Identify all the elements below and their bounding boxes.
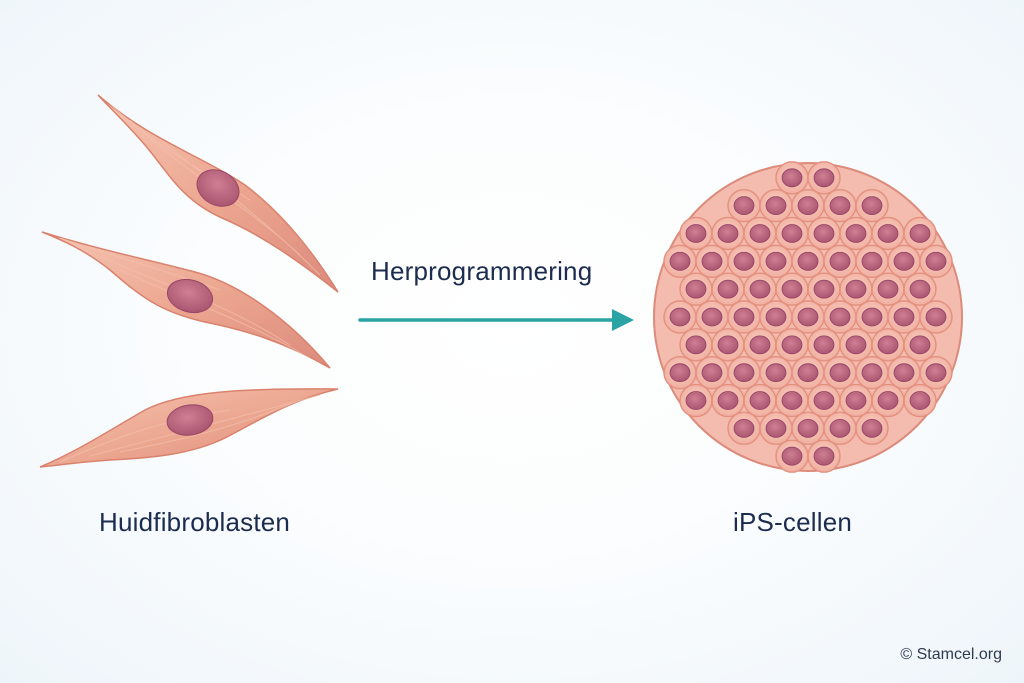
colony-cell-nucleus xyxy=(685,224,707,243)
colony-cell-nucleus xyxy=(749,224,771,243)
colony-cell-nucleus xyxy=(909,224,931,243)
colony-cell-nucleus xyxy=(717,391,739,410)
colony-cell-nucleus xyxy=(797,363,819,383)
colony-cell-nucleus xyxy=(781,168,803,188)
colony-cell-nucleus xyxy=(893,363,915,383)
colony-cell-nucleus xyxy=(893,251,915,271)
colony-cell-nucleus xyxy=(749,391,771,410)
colony-cell-nucleus xyxy=(685,391,707,410)
colony-cell-nucleus xyxy=(925,363,947,383)
arrow-right-icon xyxy=(358,309,634,331)
colony-cell-nucleus xyxy=(733,307,755,327)
colony-cell-nucleus xyxy=(829,363,851,383)
fibroblast-cell-icon xyxy=(39,388,339,468)
colony-cell-nucleus xyxy=(877,391,899,410)
colony-cell-nucleus xyxy=(781,279,803,299)
colony-cell-nucleus xyxy=(669,307,691,327)
colony-cell-nucleus xyxy=(781,224,803,243)
colony-cell-nucleus xyxy=(765,363,787,383)
colony-cell-nucleus xyxy=(861,418,883,438)
colony-cell-nucleus xyxy=(733,363,755,383)
colony-cell-nucleus xyxy=(717,335,739,355)
colony-cell-nucleus xyxy=(765,196,787,216)
colony-cell-nucleus xyxy=(749,335,771,355)
colony-cell-nucleus xyxy=(829,418,851,438)
colony-cell-nucleus xyxy=(685,279,707,299)
colony-cell-nucleus xyxy=(669,363,691,383)
colony-cell-nucleus xyxy=(797,196,819,216)
colony-cell-nucleus xyxy=(813,168,835,188)
colony-cell-nucleus xyxy=(877,335,899,355)
colony-cell-nucleus xyxy=(813,446,835,466)
colony-cell-nucleus xyxy=(669,251,691,271)
result-cells-label: iPS-cellen xyxy=(733,507,853,537)
colony-cell-nucleus xyxy=(797,307,819,327)
colony-cell-nucleus xyxy=(813,391,835,410)
colony-cell-nucleus xyxy=(909,335,931,355)
process-label: Herprogrammering xyxy=(371,256,593,286)
colony-cell-nucleus xyxy=(701,363,723,383)
colony-cell-nucleus xyxy=(845,224,867,243)
colony-cell-nucleus xyxy=(861,363,883,383)
colony-cell-nucleus xyxy=(733,418,755,438)
colony-cell-nucleus xyxy=(877,224,899,243)
colony-cell-nucleus xyxy=(845,391,867,410)
colony-cell-nucleus xyxy=(765,418,787,438)
ips-colony-icon xyxy=(653,161,963,473)
colony-cell-nucleus xyxy=(829,307,851,327)
colony-cell-nucleus xyxy=(925,307,947,327)
colony-cell-nucleus xyxy=(717,224,739,243)
colony-cell-nucleus xyxy=(701,307,723,327)
fibroblast-cell-icon xyxy=(41,231,331,369)
fibroblast-cell-icon xyxy=(97,94,339,293)
colony-cell-nucleus xyxy=(893,307,915,327)
colony-cell-nucleus xyxy=(797,251,819,271)
colony-cell-nucleus xyxy=(765,251,787,271)
colony-cell-nucleus xyxy=(845,335,867,355)
colony-cell-nucleus xyxy=(781,391,803,410)
colony-cell-nucleus xyxy=(829,196,851,216)
colony-cell-nucleus xyxy=(733,196,755,216)
colony-cell-nucleus xyxy=(685,335,707,355)
colony-cell-nucleus xyxy=(717,279,739,299)
colony-cell-nucleus xyxy=(861,307,883,327)
colony-cell-nucleus xyxy=(909,391,931,410)
colony-cell-nucleus xyxy=(829,251,851,271)
colony-cell-nucleus xyxy=(861,251,883,271)
colony-cell-nucleus xyxy=(781,446,803,466)
colony-cell-nucleus xyxy=(813,224,835,243)
colony-cell-nucleus xyxy=(765,307,787,327)
colony-cell-nucleus xyxy=(845,279,867,299)
colony-cell-nucleus xyxy=(861,196,883,216)
colony-cell-nucleus xyxy=(749,279,771,299)
colony-cell-nucleus xyxy=(813,335,835,355)
copyright-text: © Stamcel.org xyxy=(900,646,1002,663)
colony-cell-nucleus xyxy=(733,251,755,271)
colony-cell-nucleus xyxy=(797,418,819,438)
colony-cell-nucleus xyxy=(701,251,723,271)
colony-cell-nucleus xyxy=(925,251,947,271)
colony-cell-nucleus xyxy=(877,279,899,299)
colony-cell-nucleus xyxy=(909,279,931,299)
colony-cell-nucleus xyxy=(781,335,803,355)
source-cells-label: Huidfibroblasten xyxy=(99,507,291,537)
colony-cell-nucleus xyxy=(813,279,835,299)
